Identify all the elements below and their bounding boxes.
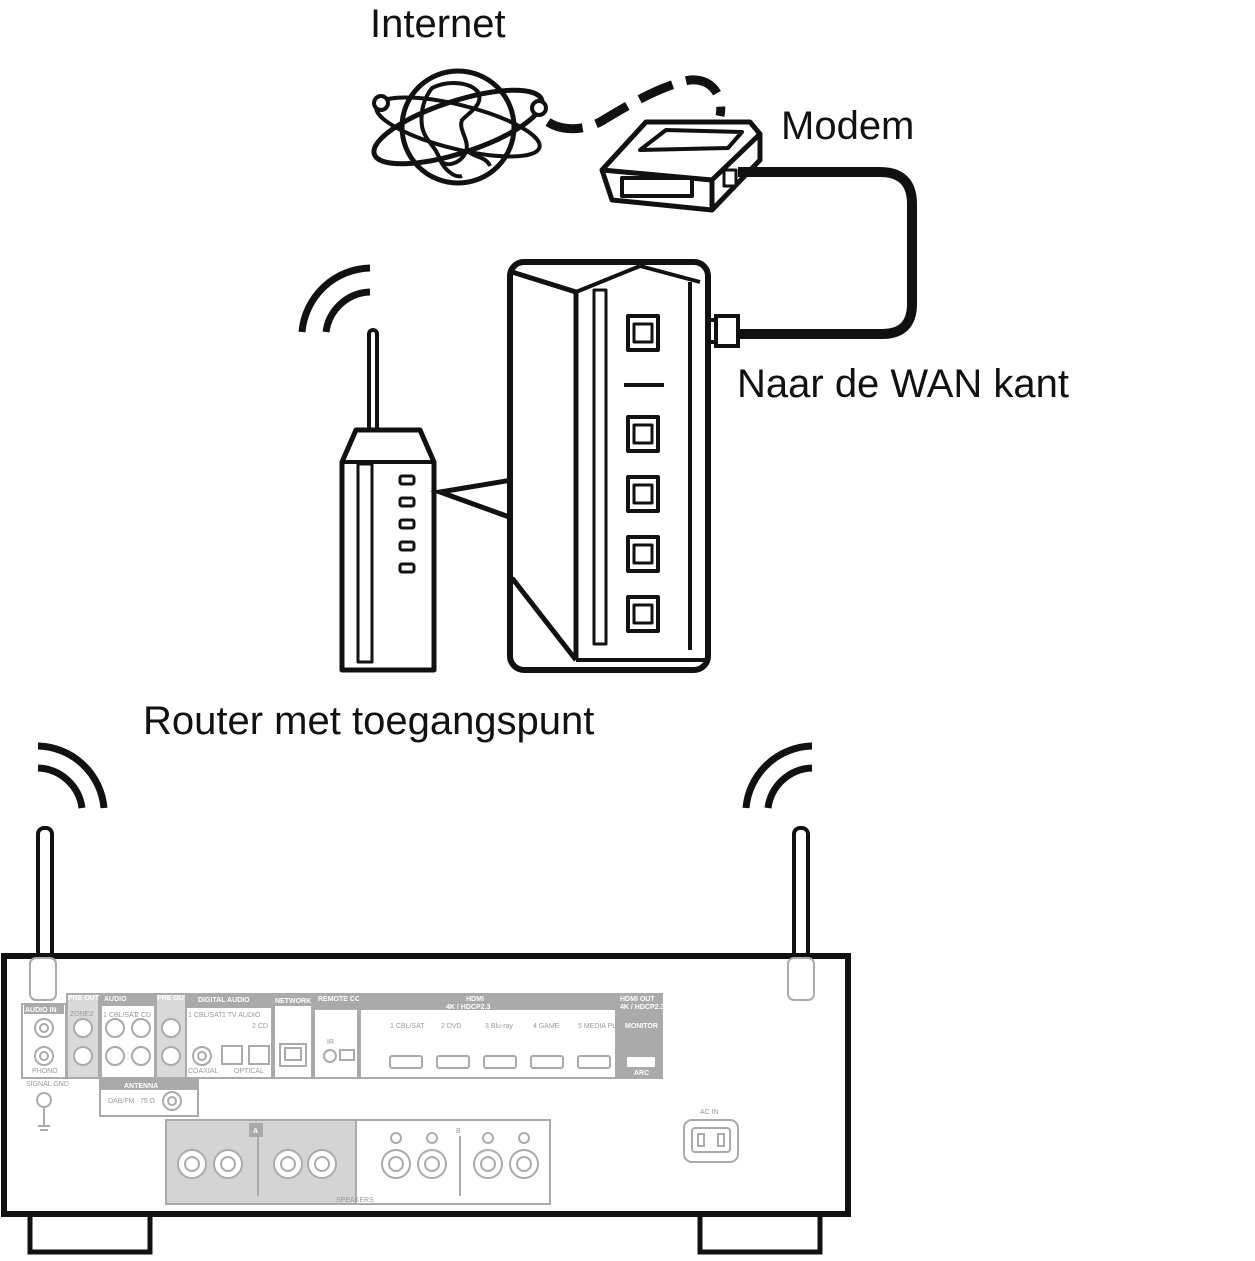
pre-out-subwoofer — [155, 993, 187, 1079]
hdmi-2-label: 2 DVD — [441, 1023, 462, 1030]
wan-cable — [736, 167, 917, 339]
zone2-label: ZONE2 — [70, 1011, 93, 1018]
callout-pointer — [430, 477, 513, 521]
dab-fm-label: DAB/FM — [108, 1098, 135, 1105]
audio-assignable-section — [100, 993, 156, 1079]
pre-out-2-label: PRE OUT — [157, 995, 189, 1002]
speaker-a-label: A — [253, 1128, 258, 1135]
audio-in-label: AUDIO IN — [25, 1007, 57, 1014]
phono-label: PHONO — [32, 1068, 58, 1075]
hdmi-sub-label: 4K / HDCP2.3 — [446, 1004, 490, 1011]
receiver-antenna-left — [36, 826, 54, 960]
modem-icon — [599, 119, 763, 213]
antenna-section — [99, 1079, 199, 1117]
hdmi-input-section — [359, 993, 617, 1079]
ac-in-label: AC IN — [700, 1109, 719, 1116]
router-icon — [339, 328, 437, 673]
speakers-label: SPEAKERS — [336, 1197, 374, 1204]
ohm-label: 75 Ω — [140, 1098, 155, 1105]
hdmi-out-label: HDMI OUT — [620, 996, 655, 1003]
network-port-section — [273, 993, 313, 1079]
receiver-feet — [27, 1214, 823, 1255]
hdmi-out-section — [617, 993, 663, 1079]
hdmi-1-label: 1 CBL/SAT — [390, 1023, 425, 1030]
router-label: Router met toegangspunt — [143, 699, 595, 743]
internet-label: Internet — [370, 2, 506, 46]
wan-side-label: Naar de WAN kant — [737, 362, 1069, 406]
speaker-b-label: B — [456, 1128, 461, 1135]
pre-out-label: PRE OUT — [68, 995, 100, 1002]
digital-cd-label: 2 CD — [252, 1023, 268, 1030]
remote-control-section — [313, 993, 359, 1079]
hdmi-label: HDMI — [466, 996, 484, 1003]
audio-label: AUDIO — [104, 996, 127, 1003]
hdmi-4-label: 4 GAME — [533, 1023, 560, 1030]
router-wifi-icon — [298, 264, 371, 333]
ac-in-socket — [683, 1119, 739, 1163]
hdmi-out-sub-label: 4K / HDCP2.3 — [620, 1004, 664, 1011]
globe-icon — [371, 68, 548, 186]
digital-audio-label: DIGITAL AUDIO — [198, 997, 250, 1004]
arc-label: ARC — [634, 1070, 649, 1077]
audio-input-1-label: 1 CBL/SAT — [103, 1012, 138, 1019]
audio-input-2-label: 2 CD — [135, 1012, 151, 1019]
monitor-label: MONITOR — [625, 1023, 658, 1030]
ir-label: IR — [327, 1039, 334, 1046]
audio-in-section — [21, 1003, 67, 1131]
receiver-antenna-right — [792, 826, 810, 960]
speaker-terminals — [165, 1119, 551, 1205]
network-label: NETWORK — [275, 998, 311, 1005]
digital-tv-label: 1 TV AUDIO — [222, 1012, 261, 1019]
receiver-wifi-left-icon — [37, 742, 108, 809]
pre-out-zone2 — [66, 993, 100, 1079]
wan-port-icon — [626, 314, 660, 352]
digital-1-label: 1 CBL/SAT — [188, 1012, 223, 1019]
digital-audio-section — [185, 993, 273, 1079]
antenna-label: ANTENNA — [124, 1083, 158, 1090]
hdmi-3-label: 3 Blu-ray — [485, 1023, 514, 1030]
remote-control-label: REMOTE CONTROL — [318, 996, 385, 1003]
lan-port-icon — [626, 415, 660, 633]
signal-gnd-label: SIGNAL GND — [26, 1081, 69, 1088]
modem-label: Modem — [781, 104, 915, 148]
optical-label: OPTICAL — [234, 1068, 264, 1075]
router-rear-enlarged — [507, 259, 711, 673]
coaxial-label: COAXIAL — [188, 1068, 218, 1075]
receiver-wifi-right-icon — [742, 742, 813, 809]
wireless-link-dash — [545, 75, 726, 134]
hdmi-5-label: 5 MEDIA PLAYER — [578, 1023, 635, 1030]
